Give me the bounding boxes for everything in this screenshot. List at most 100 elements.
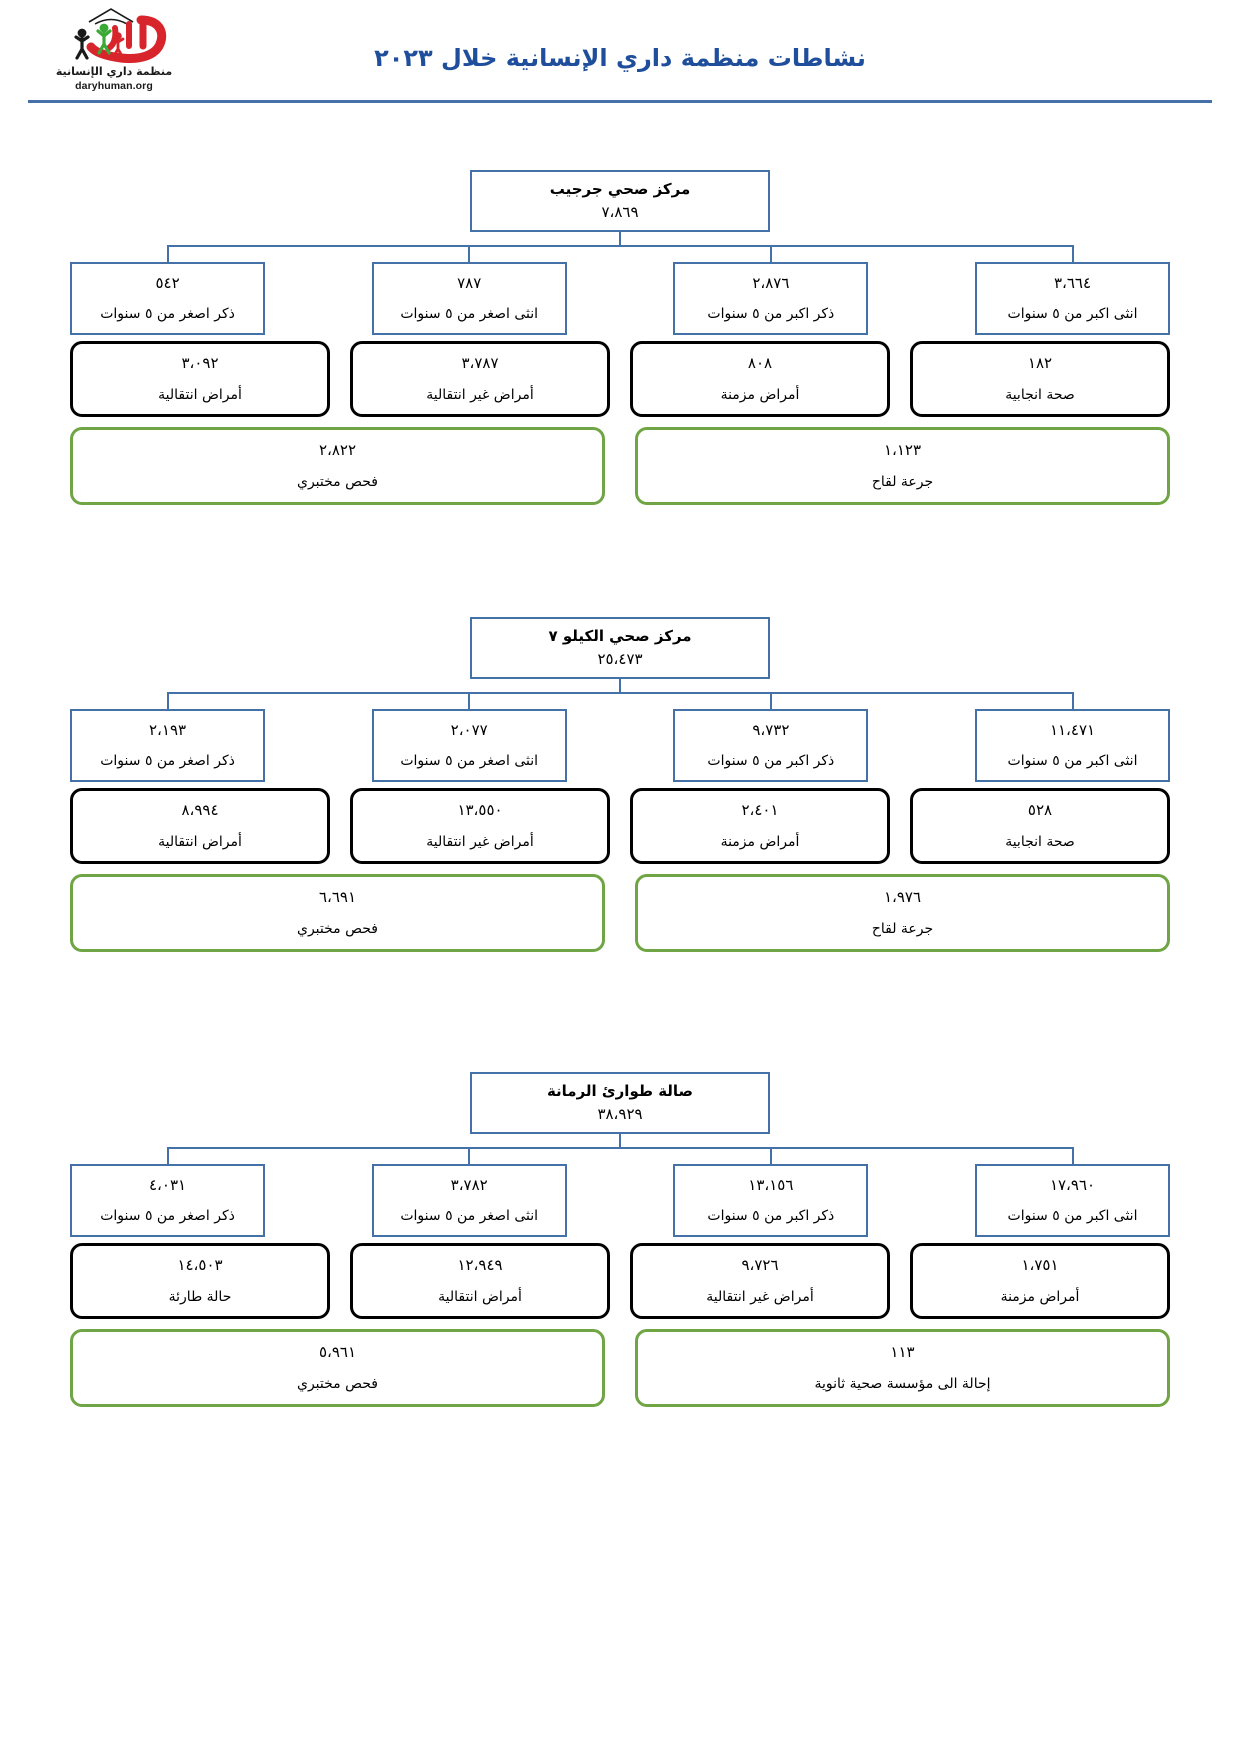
service-output-label: فحص مختبري xyxy=(297,920,378,937)
tree-connectors xyxy=(70,679,1170,709)
demographic-label: ذكر اصغر من ٥ سنوات xyxy=(100,1207,235,1224)
service-output-value: ٥،٩٦١ xyxy=(318,1343,357,1362)
section-spacer xyxy=(0,505,1240,617)
demographic-box: ٣،٧٨٢ انثى اصغر من ٥ سنوات xyxy=(371,1164,567,1237)
branch-stem xyxy=(468,1147,471,1164)
demographic-value: ٤،٠٣١ xyxy=(149,1176,187,1195)
demographic-label: ذكر اكبر من ٥ سنوات xyxy=(707,752,835,769)
branch-stem xyxy=(468,692,471,709)
demographic-value: ١١،٤٧١ xyxy=(1049,721,1096,740)
logo-website-url: daryhuman.org xyxy=(75,80,153,92)
demographic-label: ذكر اكبر من ٥ سنوات xyxy=(707,1207,835,1224)
demographic-value: ١٧،٩٦٠ xyxy=(1049,1176,1096,1195)
service-category-label: أمراض انتقالية xyxy=(158,833,242,850)
page-header: منظمة داري الإنسانية daryhuman.org نشاطا… xyxy=(0,0,1240,108)
demographic-label: انثى اصغر من ٥ سنوات xyxy=(400,1207,539,1224)
demographic-box: ٤،٠٣١ ذكر اصغر من ٥ سنوات xyxy=(70,1164,266,1237)
service-output-box: ١،٩٧٦ جرعة لقاح xyxy=(635,874,1170,952)
branch-stem xyxy=(1071,1147,1074,1164)
root-value: ٢٥،٤٧٣ xyxy=(597,649,643,668)
service-category-value: ٣،٠٩٢ xyxy=(181,354,219,373)
branch-stem xyxy=(769,692,772,709)
tree-root-box: مركز صحي الكيلو ٧ ٢٥،٤٧٣ xyxy=(470,617,770,679)
service-category-value: ٨٠٨ xyxy=(747,354,773,373)
service-category-value: ٥٢٨ xyxy=(1027,801,1053,820)
branch-stem xyxy=(1071,245,1074,262)
service-category-box: ٨٠٨ أمراض مزمنة xyxy=(630,341,890,417)
service-category-value: ١،٧٥١ xyxy=(1021,1256,1059,1275)
service-output-label: جرعة لقاح xyxy=(871,920,934,937)
demographic-label: ذكر اصغر من ٥ سنوات xyxy=(100,305,235,322)
service-category-label: أمراض مزمنة xyxy=(720,386,800,403)
dary-logo-icon xyxy=(55,6,173,64)
service-output-value: ٦،٦٩١ xyxy=(318,888,357,907)
service-category-label: صحة انجابية xyxy=(1005,833,1075,850)
root-stem xyxy=(619,1134,621,1148)
demographic-label: انثى اصغر من ٥ سنوات xyxy=(400,752,539,769)
logo-subtitle: منظمة داري الإنسانية xyxy=(55,65,173,78)
demographic-label: انثى اكبر من ٥ سنوات xyxy=(1007,305,1138,322)
demographic-label: ذكر اكبر من ٥ سنوات xyxy=(707,305,835,322)
service-category-label: أمراض غير انتقالية xyxy=(426,386,534,403)
service-output-value: ١،٩٧٦ xyxy=(883,888,922,907)
demographic-value: ٢،١٩٣ xyxy=(149,721,187,740)
service-output-row: ١،٩٧٦ جرعة لقاح ٦،٦٩١ فحص مختبري xyxy=(70,874,1170,952)
branch-stem xyxy=(166,245,169,262)
service-category-value: ٨،٩٩٤ xyxy=(181,801,219,820)
service-category-value: ٢،٤٠١ xyxy=(741,801,779,820)
service-category-box: ١٨٢ صحة انجابية xyxy=(910,341,1170,417)
service-output-label: إحالة الى مؤسسة صحية ثانوية xyxy=(814,1375,991,1392)
demographic-box: ٢،١٩٣ ذكر اصغر من ٥ سنوات xyxy=(70,709,266,782)
service-category-value: ١٨٢ xyxy=(1027,354,1053,373)
service-category-label: أمراض انتقالية xyxy=(158,386,242,403)
service-category-label: أمراض غير انتقالية xyxy=(706,1288,814,1305)
demographic-value: ٣،٧٨٢ xyxy=(450,1176,488,1195)
service-category-box: ٣،٠٩٢ أمراض انتقالية xyxy=(70,341,330,417)
service-category-box: ٩،٧٢٦ أمراض غير انتقالية xyxy=(630,1243,890,1319)
demographic-value: ٢،٠٧٧ xyxy=(450,721,488,740)
demographic-label: ذكر اصغر من ٥ سنوات xyxy=(100,752,235,769)
service-category-row: ١،٧٥١ أمراض مزمنة ٩،٧٢٦ أمراض غير انتقالية ١… xyxy=(70,1243,1170,1319)
service-category-label: أمراض مزمنة xyxy=(1000,1288,1080,1305)
service-category-label: صحة انجابية xyxy=(1005,386,1075,403)
service-output-value: ١١٣ xyxy=(890,1343,915,1362)
service-output-value: ٢،٨٢٢ xyxy=(318,441,357,460)
service-category-box: ١،٧٥١ أمراض مزمنة xyxy=(910,1243,1170,1319)
branch-bar xyxy=(167,1147,1073,1149)
service-category-label: أمراض انتقالية xyxy=(438,1288,522,1305)
service-category-value: ٩،٧٢٦ xyxy=(741,1256,779,1275)
branch-stem xyxy=(769,245,772,262)
branch-bar xyxy=(167,245,1073,247)
service-category-box: ٨،٩٩٤ أمراض انتقالية xyxy=(70,788,330,864)
root-title: مركز صحي جرجيب xyxy=(549,179,691,198)
page-title: نشاطات منظمة داري الإنسانية خلال ٢٠٢٣ xyxy=(374,44,866,72)
tree-connectors xyxy=(70,1134,1170,1164)
root-title: مركز صحي الكيلو ٧ xyxy=(548,626,692,645)
service-category-label: حالة طارئة xyxy=(168,1288,232,1305)
